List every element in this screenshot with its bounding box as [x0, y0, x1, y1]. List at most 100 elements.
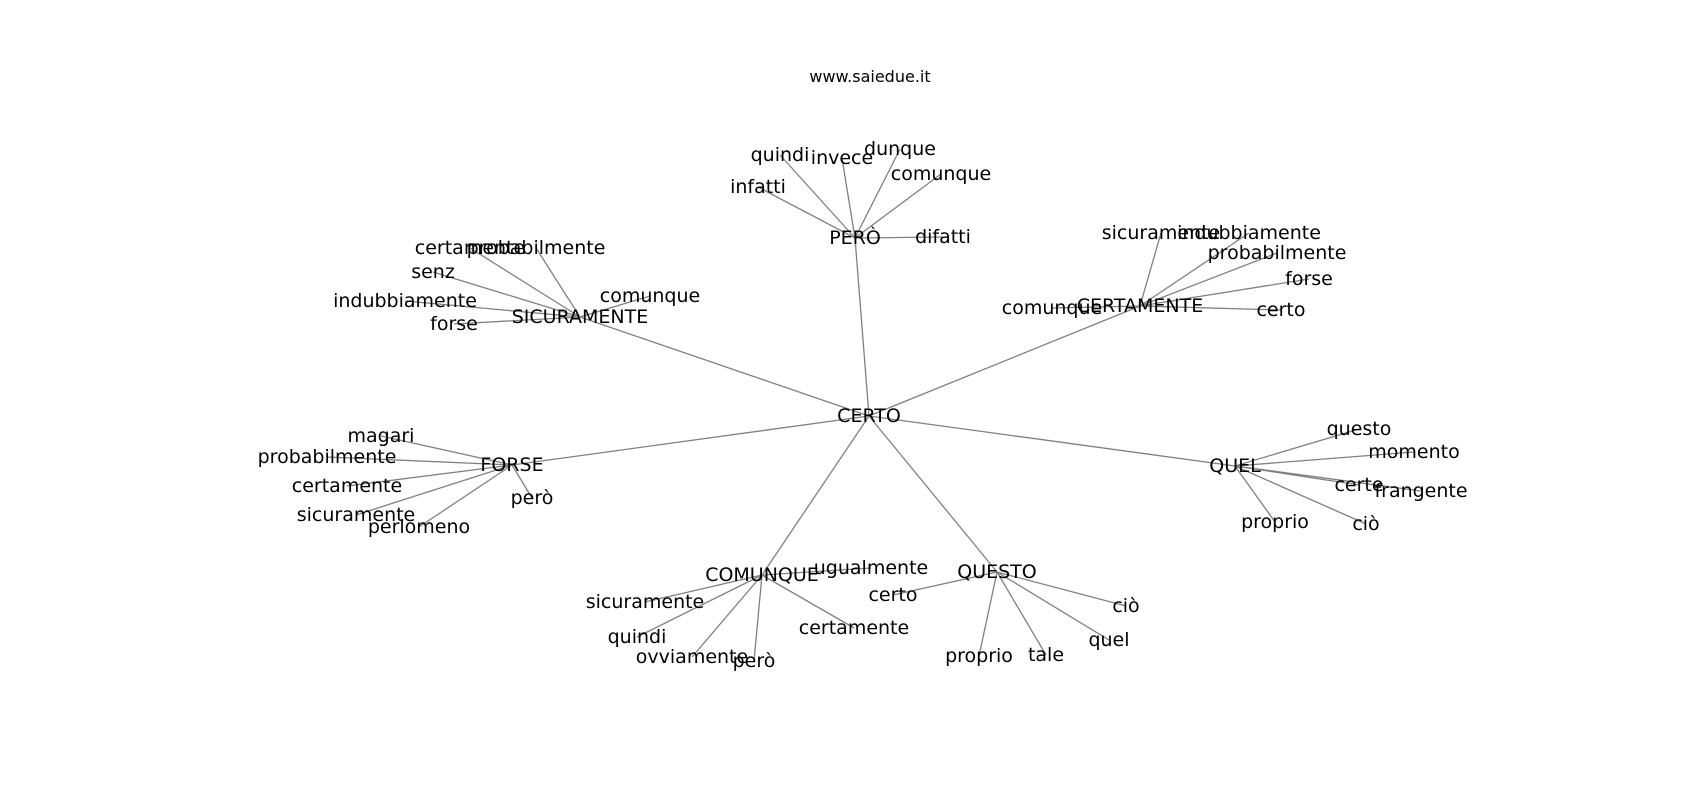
root-node-label: CERTO — [837, 405, 901, 427]
edge-hub-leaf — [757, 186, 856, 239]
edge-hub-leaf — [1234, 428, 1360, 467]
edge-hub-leaf — [996, 571, 1127, 607]
hub-node-label: CERTAMENTE — [1077, 295, 1203, 317]
edge-hub-leaf — [996, 571, 1047, 656]
leaf-node-label: però — [511, 487, 554, 509]
edge-hub-leaf — [418, 464, 513, 528]
graph-edges — [326, 148, 1422, 662]
edge-hub-leaf — [326, 456, 513, 466]
leaf-node-label: difatti — [915, 226, 971, 248]
edge-hub-leaf — [854, 148, 901, 239]
leaf-node-label: forse — [1285, 268, 1333, 290]
edge-hub-leaf — [644, 574, 763, 603]
hub-node-label: PERÒ — [829, 225, 881, 249]
leaf-node-label: ugualmente — [814, 557, 928, 579]
edge-hub-leaf — [761, 574, 855, 629]
leaf-node-label: quindi — [751, 144, 810, 166]
leaf-node-label: senz — [411, 261, 455, 283]
hub-node-label: SICURAMENTE — [512, 306, 649, 328]
leaf-node-label: infatti — [730, 176, 786, 198]
leaf-node-label: forse — [430, 313, 478, 335]
edge-hub-leaf — [1234, 465, 1422, 492]
edge-hub-leaf — [1139, 278, 1310, 307]
edge-hub-leaf — [841, 157, 856, 239]
edge-hub-leaf — [380, 435, 513, 466]
edge-hub-leaf — [761, 567, 872, 576]
edge-hub-leaf — [978, 571, 998, 657]
leaf-node-label: quel — [1088, 629, 1129, 651]
edge-root-hub — [511, 415, 870, 466]
leaf-node-label: certamente — [415, 237, 525, 259]
edge-root-hub — [868, 415, 1236, 467]
edge-hub-leaf — [854, 173, 942, 239]
edge-hub-leaf — [892, 571, 998, 596]
leaf-node-label: probabilmente — [1208, 242, 1347, 264]
hub-node-label: QUESTO — [957, 561, 1037, 583]
leaf-node-label: perlomeno — [368, 516, 470, 538]
edge-hub-leaf — [453, 316, 581, 325]
edge-hub-leaf — [404, 300, 581, 318]
edge-root-hub — [868, 415, 998, 573]
edge-hub-leaf — [1139, 232, 1250, 307]
edge-hub-leaf — [535, 247, 581, 318]
leaf-node-label: ciò — [1352, 513, 1379, 535]
edge-hub-leaf — [346, 464, 513, 487]
leaf-node-label: proprio — [945, 645, 1013, 667]
leaf-node-label: certo — [868, 584, 917, 606]
leaf-node-label: sicuramente — [297, 504, 416, 526]
leaf-node-label: questo — [1327, 418, 1392, 440]
edge-hub-leaf — [1139, 232, 1162, 307]
edge-root-hub — [868, 305, 1141, 417]
edge-hub-leaf — [753, 574, 763, 662]
leaf-node-label: magari — [348, 425, 415, 447]
leaf-node-label: indubbiamente — [1177, 222, 1321, 244]
hub-node-label: COMUNQUE — [705, 564, 819, 586]
edge-hub-leaf — [636, 574, 763, 638]
leaf-node-label: comunque — [891, 163, 991, 185]
leaf-node-label: però — [733, 650, 776, 672]
hub-node-label: FORSE — [480, 454, 543, 476]
leaf-node-label: ciò — [1112, 595, 1139, 617]
edge-hub-leaf — [355, 464, 513, 516]
edge-hub-leaf — [469, 247, 581, 318]
edge-hub-leaf — [854, 236, 944, 239]
edge-root-hub — [579, 316, 870, 417]
leaf-node-label: quindi — [608, 626, 667, 648]
leaf-node-label: dunque — [864, 138, 936, 160]
edge-hub-leaf — [1234, 465, 1276, 523]
edge-hub-leaf — [691, 574, 763, 658]
leaf-node-label: tale — [1028, 644, 1064, 666]
leaf-node-label: certamente — [799, 617, 909, 639]
leaf-node-label: certamente — [292, 475, 402, 497]
edge-hub-leaf — [432, 271, 581, 318]
edge-hub-leaf — [1234, 465, 1367, 525]
leaf-node-label: indubbiamente — [333, 290, 477, 312]
edge-hub-leaf — [1139, 305, 1282, 311]
leaf-node-label: comunque — [1002, 297, 1102, 319]
leaf-node-label: probabilmente — [467, 237, 606, 259]
leaf-node-label: probabilmente — [258, 446, 397, 468]
edge-hub-leaf — [996, 571, 1110, 641]
edge-hub-leaf — [511, 464, 533, 499]
edge-root-hub — [761, 415, 870, 576]
edge-hub-leaf — [779, 154, 856, 239]
leaf-node-label: sicuramente — [586, 591, 705, 613]
edge-hub-leaf — [1051, 305, 1141, 309]
leaf-node-label: proprio — [1241, 511, 1309, 533]
edge-root-hub — [854, 237, 870, 417]
leaf-node-label: invece — [811, 147, 873, 169]
leaf-node-label: sicuramente — [1102, 222, 1221, 244]
leaf-node-label: ovviamente — [636, 646, 748, 668]
edge-hub-leaf — [1139, 252, 1278, 307]
hub-node-label: QUEL — [1209, 455, 1261, 477]
edge-hub-leaf — [1234, 451, 1415, 467]
leaf-node-label: certo — [1256, 299, 1305, 321]
site-watermark: www.saiedue.it — [809, 67, 930, 86]
leaf-node-label: certe — [1334, 474, 1383, 496]
leaf-node-label: momento — [1368, 441, 1459, 463]
leaf-node-label: comunque — [600, 285, 700, 307]
edge-hub-leaf — [579, 295, 651, 318]
leaf-node-label: frangente — [1374, 480, 1467, 502]
